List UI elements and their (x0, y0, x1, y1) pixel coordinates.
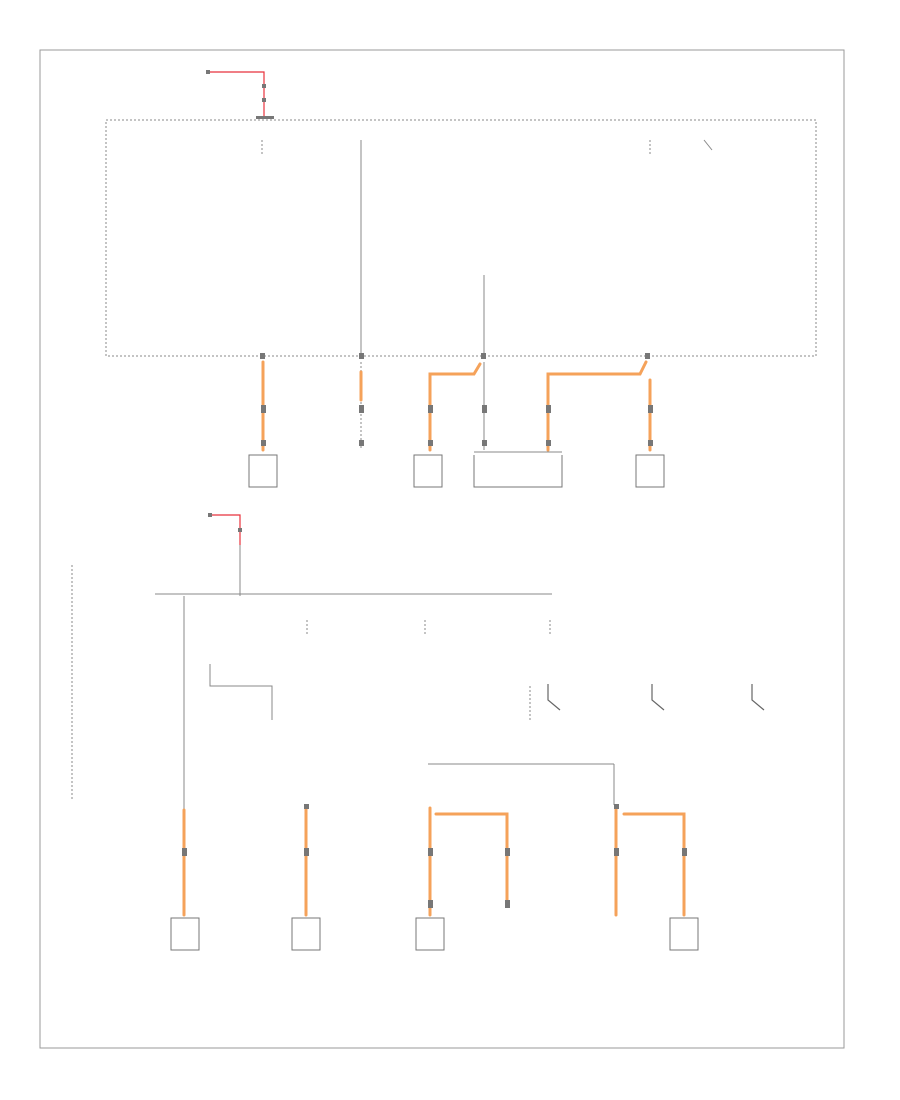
top-fuse-block (105, 119, 817, 357)
component-bottom-1 (170, 917, 200, 951)
switch-2 (529, 684, 561, 722)
top-power-source (206, 70, 274, 119)
diagram-frame (39, 49, 845, 1049)
top-wires (261, 360, 652, 453)
switch-3 (651, 684, 665, 711)
component-bottom-3 (415, 917, 445, 951)
component-bottom-2 (291, 917, 321, 951)
component-top-1 (248, 454, 278, 488)
switch-4 (751, 684, 765, 711)
fuse-top-3 (649, 139, 713, 156)
component-top-5 (635, 454, 665, 488)
component-top-3 (413, 454, 443, 488)
bottom-power-source (208, 513, 242, 596)
component-top-4 (473, 455, 563, 488)
component-bottom-6 (669, 917, 699, 951)
bottom-wires (182, 763, 686, 917)
switch-1 (209, 664, 273, 720)
